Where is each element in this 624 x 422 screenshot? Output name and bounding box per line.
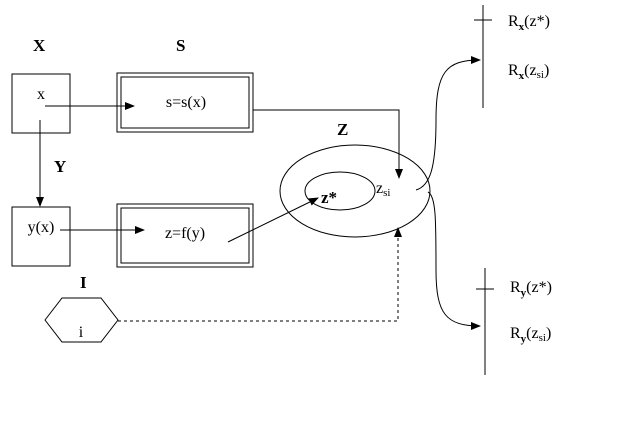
ry-star-label: Ry(z*) [510,279,552,299]
x-set-header: X [33,36,46,55]
z-outer-ellipse [279,144,431,238]
i-to-zsi-dashed-arrow [118,227,402,322]
s-box-inner [120,76,250,129]
branch-to-rx-arrow [415,56,481,191]
rx-si-label: Rx(zsi) [508,62,549,82]
i-hexagon [44,297,119,343]
x-box-label: x [37,86,45,103]
z-star-label: z* [321,188,337,207]
z-inner-ellipse [304,171,376,211]
ry-si-label: Ry(zsi) [510,325,551,345]
z-box-outer [116,203,254,268]
rx-star-label: Rx(z*) [508,13,550,33]
s-box-label: s=s(x) [166,94,206,111]
z-box-inner [120,207,250,264]
z-box-label: z=f(y) [165,225,205,242]
s-to-zsi-arrow [253,109,403,179]
z-set-header: Z [337,120,348,139]
x-box [11,73,71,134]
z-si-label: zsi [376,180,390,199]
i-label: i [79,324,84,341]
branch-to-ry-arrow [427,191,481,330]
z-to-zstar-arrow [227,197,319,243]
y-map-label: Y [54,157,66,176]
s-set-header: S [176,36,185,55]
y-box-label: y(x) [28,219,55,236]
i-set-header: I [80,273,87,292]
y-box [11,206,71,267]
s-box-outer [116,72,254,133]
